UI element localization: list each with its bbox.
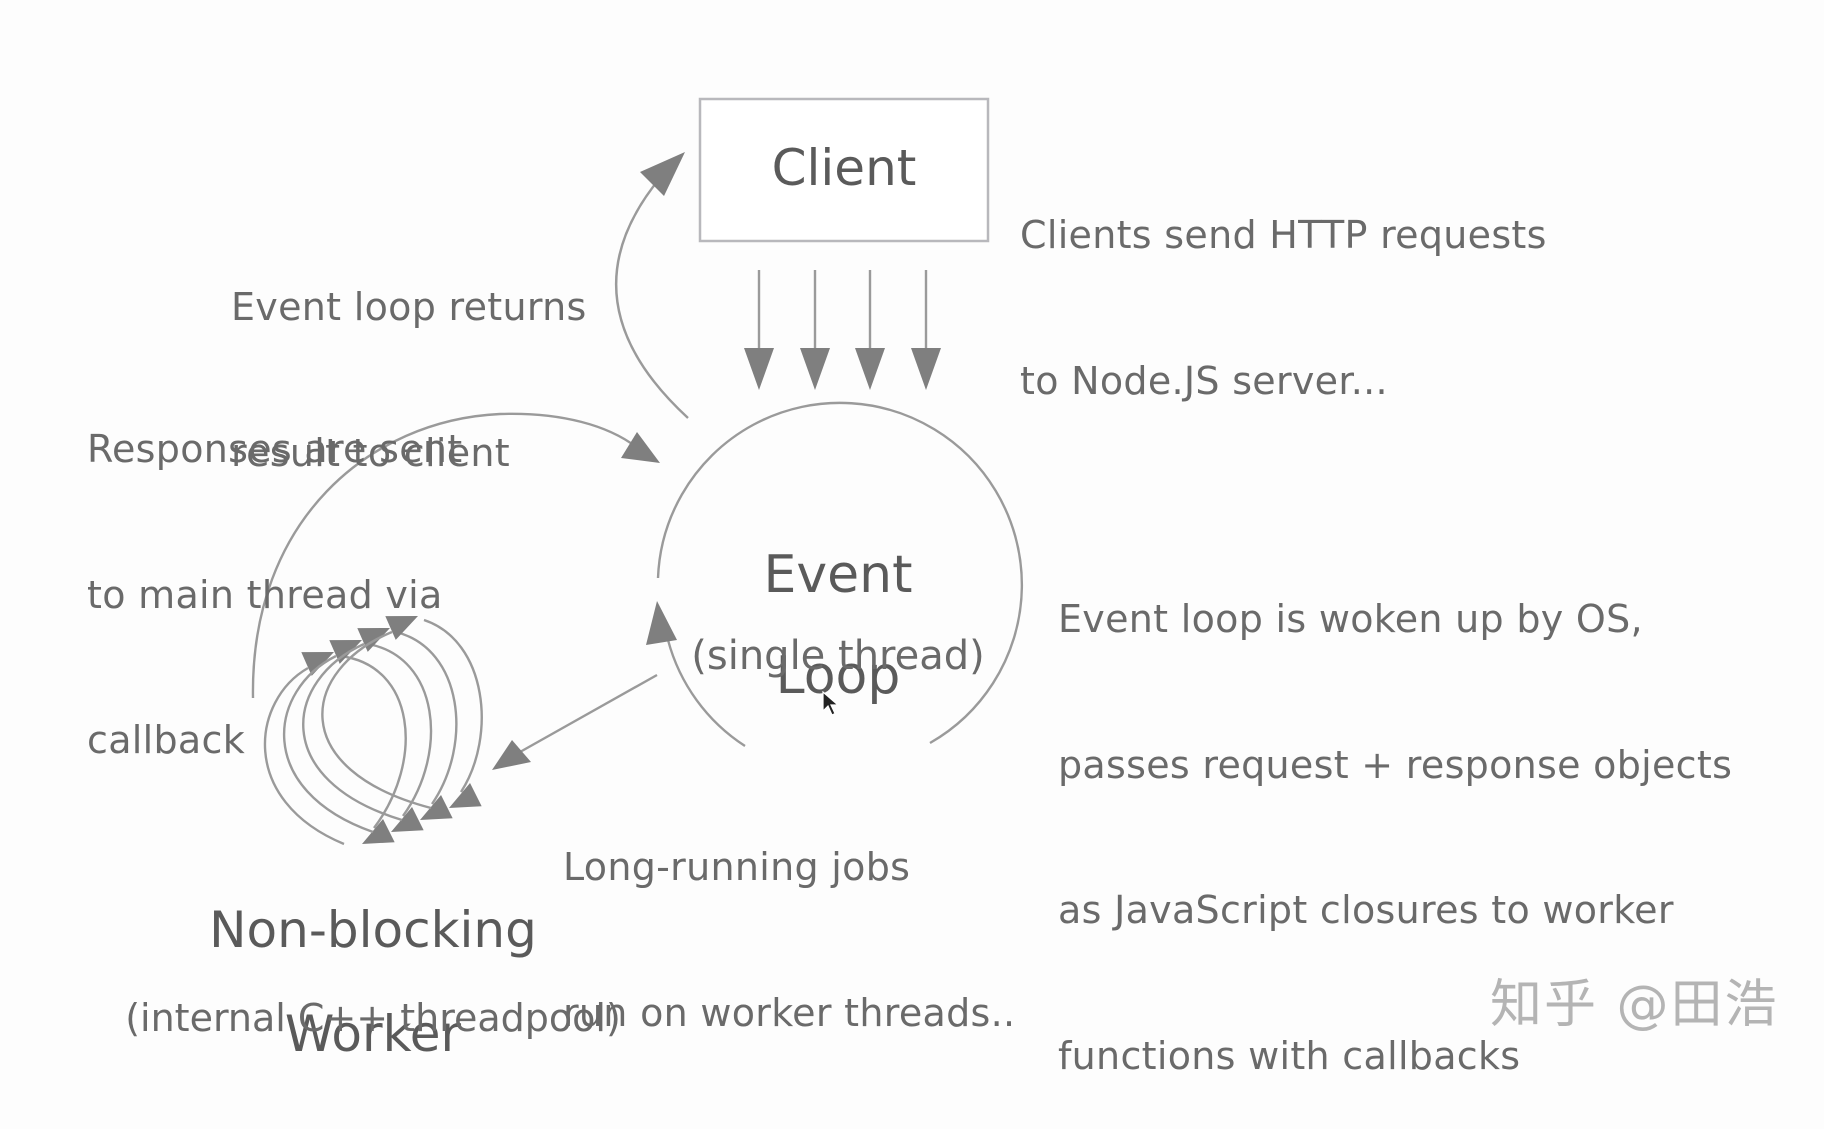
worker-thread-arc-up [302, 642, 403, 822]
callback-arrowhead [621, 432, 660, 463]
worker-thread-arc-down [339, 654, 407, 829]
annotation-callback-responses: Responses are sent to main thread via ca… [87, 328, 462, 813]
annotation-line: passes request + response objects [1058, 742, 1733, 787]
request-arrowhead-3 [855, 348, 885, 390]
worker-label: Non-blocking Worker [173, 858, 573, 1085]
worker-thread-arc-up [283, 654, 374, 834]
mouse-cursor-icon [822, 691, 840, 716]
event-loop-label: Event Loop [688, 505, 988, 726]
worker-arrowhead-up [329, 640, 362, 664]
return-arc [614, 177, 689, 419]
worker-label-line1: Non-blocking [209, 901, 537, 959]
request-arrowhead-1 [744, 348, 774, 390]
annotation-line: as JavaScript closures to worker [1058, 888, 1674, 932]
request-arrowhead-2 [800, 348, 830, 390]
worker-arrowhead-up [385, 616, 418, 640]
long-running-arrow-line [519, 673, 658, 754]
annotation-line: Responses are sent [87, 427, 463, 471]
annotation-long-running: Long-running jobs run on worker threads.… [563, 746, 1015, 1086]
callback-arc [251, 412, 641, 699]
worker-label-line2: Worker [284, 1005, 462, 1063]
watermark: 知乎 @田浩 [1490, 975, 1779, 1035]
annotation-line: Clients send HTTP requests [1020, 213, 1547, 257]
loop-arrowhead [646, 601, 677, 645]
worker-thread-arc-down [423, 618, 483, 793]
long-running-arrowhead [492, 740, 531, 770]
worker-arrowhead-down [391, 806, 424, 832]
annotation-line: callback [87, 718, 245, 762]
request-arrows [744, 270, 941, 390]
client-box [698, 97, 990, 243]
worker-arrowhead-down [362, 818, 395, 844]
annotation-return-result: Event loop returns result to client [231, 186, 587, 526]
annotation-line: to Node.JS server... [1020, 358, 1388, 403]
worker-arrowhead-up [301, 652, 334, 676]
annotation-line: Event loop returns [231, 285, 587, 329]
annotation-line: to main thread via [87, 572, 443, 617]
worker-sublabel: (internal C++ threadpool) [125, 996, 621, 1040]
annotation-line: result to client [231, 430, 510, 475]
worker-thread-arc-up [263, 666, 345, 846]
annotation-line: Long-running jobs [563, 845, 911, 889]
return-arrowhead [640, 152, 685, 196]
annotation-line: Event loop is woken up by OS, [1058, 597, 1643, 641]
worker-thread-arc-down [395, 630, 458, 805]
request-arrowhead-4 [911, 348, 941, 390]
event-loop-label-line1: Event [763, 545, 913, 605]
diagram-canvas [251, 97, 1024, 846]
worker-arrowhead-down [420, 794, 453, 820]
annotation-client-requests: Clients send HTTP requests to Node.JS se… [1020, 114, 1547, 454]
event-loop-circle-lower-arc [666, 639, 746, 748]
event-loop-circle-arc [656, 401, 1024, 745]
worker-thread-arc-up [321, 630, 432, 810]
worker-threads [263, 616, 483, 846]
worker-arrowhead-down [449, 782, 482, 808]
worker-thread-arc-down [367, 642, 433, 817]
event-loop-sublabel: (single thread) [691, 633, 985, 679]
event-loop-label-line2: Loop [775, 646, 901, 706]
annotation-line: run on worker threads.. [563, 990, 1016, 1035]
client-label: Client [771, 139, 917, 197]
annotation-line: functions with callbacks [1058, 1033, 1521, 1078]
